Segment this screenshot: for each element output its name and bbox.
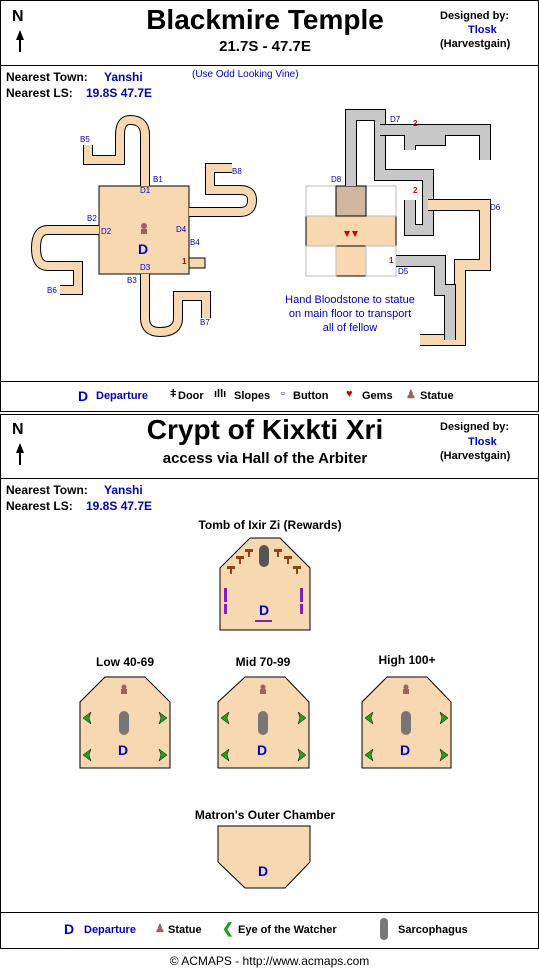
legend-slopes: Slopes: [234, 390, 271, 402]
legend2-departure-symbol: D: [64, 921, 75, 937]
legend2-statue: Statue: [168, 924, 202, 936]
statue-note-1: Hand Bloodstone to statue: [285, 294, 415, 306]
legend2-departure: Departure: [84, 924, 136, 936]
label-d5: D5: [398, 267, 409, 276]
label-b6: B6: [47, 286, 57, 295]
designed-by-label: Designed by:: [440, 10, 510, 22]
low-departure: D: [118, 742, 129, 758]
label-b2: B2: [87, 214, 97, 223]
departure-marker: D: [138, 241, 149, 257]
nearest-town-label-2: Nearest Town:: [6, 483, 88, 497]
nearest-town: Yanshi: [104, 70, 143, 84]
crypt-title: Crypt of Kixkti Xri: [146, 414, 384, 445]
label-1a: 1: [182, 257, 187, 266]
label-b3: B3: [127, 276, 137, 285]
statue-note-2: on main floor to transport: [288, 308, 412, 320]
legend-departure-symbol: D: [78, 388, 89, 404]
statue-note-3: all of fellow: [322, 322, 378, 334]
legend-gems: Gems: [362, 390, 393, 402]
designer-alias: (Harvestgain): [440, 38, 511, 50]
legend2-eye: Eye of the Watcher: [238, 924, 337, 936]
nearest-town-label: Nearest Town:: [6, 70, 88, 84]
nearest-ls-2: 19.8S 47.7E: [86, 499, 153, 513]
statue-icon-2: ♟: [155, 923, 165, 935]
room-title-tomb: Tomb of Ixir Zi (Rewards): [198, 518, 342, 532]
label-b1: B1: [153, 175, 163, 184]
north-label-2: N: [12, 421, 24, 438]
coordinates: 21.7S - 47.7E: [219, 38, 311, 55]
label-2b: 2: [413, 186, 418, 195]
mid-departure: D: [257, 742, 268, 758]
crypt-subtitle: access via Hall of the Arbiter: [162, 450, 368, 467]
nearest-ls-label: Nearest LS:: [6, 86, 73, 100]
legend-button: Button: [293, 390, 329, 402]
door-icon: ǂ: [170, 388, 177, 400]
label-b8: B8: [232, 167, 242, 176]
designed-by-label-2: Designed by:: [440, 421, 510, 433]
nearest-town-2: Yanshi: [104, 483, 143, 497]
statue-icon: ♟: [406, 389, 416, 401]
designer-name-2: Tlosk: [468, 436, 497, 448]
bottom-header-divider: [0, 478, 539, 479]
nearest-ls-label-2: Nearest LS:: [6, 499, 73, 513]
high-departure: D: [400, 742, 411, 758]
gems-icon: ♥: [346, 388, 353, 400]
label-d1: D1: [140, 186, 151, 195]
room-title-matron: Matron's Outer Chamber: [194, 808, 336, 822]
label-d6: D6: [490, 203, 501, 212]
label-d4: D4: [176, 225, 187, 234]
matron-departure: D: [258, 863, 269, 879]
eye-icon: ❮: [222, 920, 234, 936]
label-d8: D8: [331, 175, 342, 184]
label-b7: B7: [200, 318, 210, 327]
top-legend-divider: [0, 381, 539, 382]
room-title-mid: Mid 70-99: [235, 655, 291, 669]
vine-note: (Use Odd Looking Vine): [192, 69, 299, 80]
footer-copyright: © ACMAPS - http://www.acmaps.com: [169, 954, 370, 968]
label-b4: B4: [190, 238, 200, 247]
designer-name: Tlosk: [468, 24, 497, 36]
label-d2: D2: [101, 227, 112, 236]
north-label: N: [12, 8, 24, 25]
tomb-departure: D: [259, 602, 270, 618]
label-d3: D3: [140, 263, 151, 272]
room-title-high: High 100+: [378, 653, 436, 667]
legend-departure: Departure: [96, 390, 148, 402]
label-d7: D7: [390, 115, 401, 124]
legend-door: Door: [178, 390, 204, 402]
label-b5: B5: [80, 135, 90, 144]
legend2-sarcophagus: Sarcophagus: [398, 924, 468, 936]
bottom-legend-divider: [0, 912, 539, 913]
room-title-low: Low 40-69: [95, 655, 155, 669]
label-1b: 1: [389, 256, 394, 265]
legend-statue: Statue: [420, 390, 454, 402]
designer-alias-2: (Harvestgain): [440, 450, 511, 462]
label-2a: 2: [413, 119, 418, 128]
button-icon: ▫: [281, 388, 285, 400]
nearest-ls: 19.8S 47.7E: [86, 86, 153, 100]
page-title: Blackmire Temple: [146, 4, 384, 35]
top-header-divider: [0, 65, 539, 66]
top-dungeon-map: [30, 109, 491, 346]
slopes-icon: ıllı: [214, 388, 227, 400]
